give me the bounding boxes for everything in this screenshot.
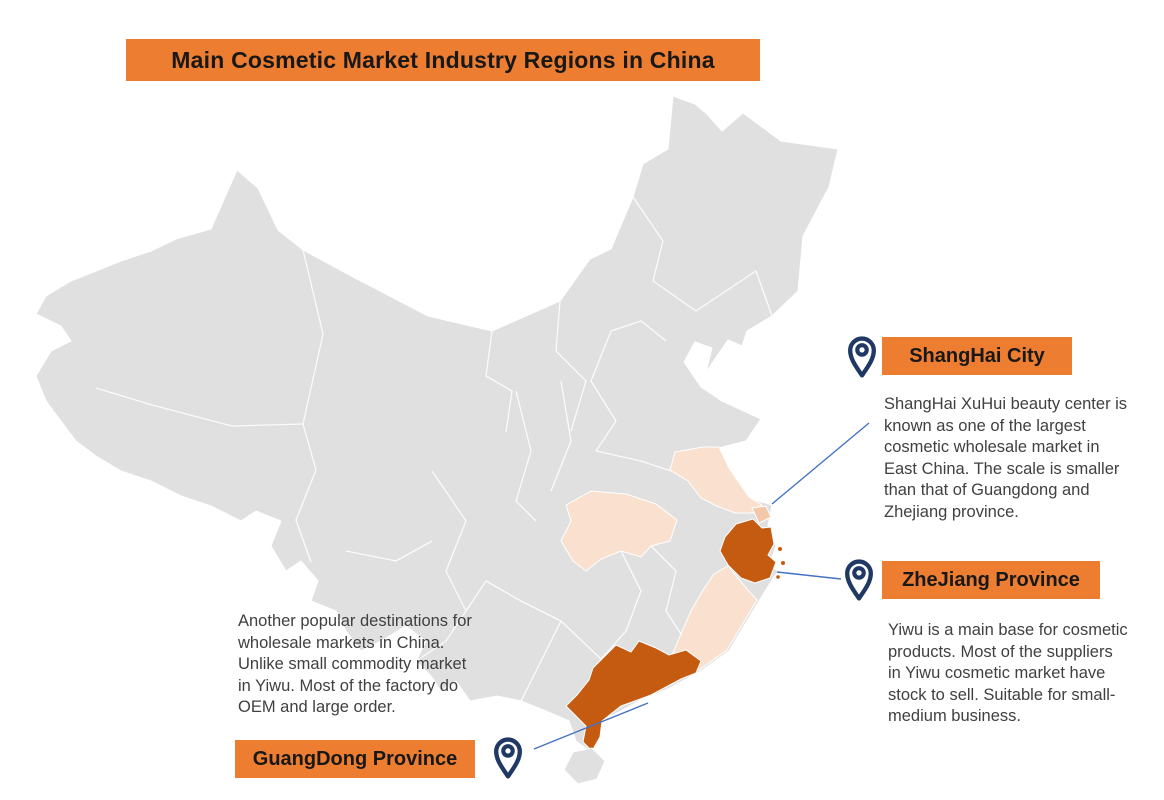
coastal-islet [776, 575, 780, 579]
description-shanghai: ShangHai XuHui beauty center is known as… [884, 395, 1128, 521]
leader-line-shanghai [771, 422, 870, 505]
label-zhejiang-province: ZheJiang Province [882, 561, 1100, 599]
label-guangdong-province: GuangDong Province [235, 740, 475, 778]
province-guangdong [565, 640, 702, 752]
coastal-islet [781, 561, 785, 565]
description-guangdong: Another popular destinations for wholesa… [238, 612, 472, 716]
label-shanghai-city: ShangHai City [882, 337, 1072, 375]
location-pin-icon [845, 559, 873, 601]
province-borders [95, 196, 773, 702]
leader-line-guangdong [533, 702, 649, 750]
zhoushan-islet [778, 547, 782, 551]
hainan-island [563, 747, 606, 785]
location-pin-icon [848, 336, 876, 378]
leader-line-zhejiang [776, 571, 842, 580]
province-hubei [560, 490, 678, 572]
province-jiangsu [669, 446, 763, 514]
location-pin-icon [494, 737, 522, 779]
page-title: Main Cosmetic Market Industry Regions in… [126, 39, 760, 81]
description-zhejiang: Yiwu is a main base for cosmetic product… [888, 621, 1128, 725]
province-zhejiang [719, 518, 777, 584]
province-shanghai [751, 505, 772, 524]
china-landmass [35, 95, 839, 753]
